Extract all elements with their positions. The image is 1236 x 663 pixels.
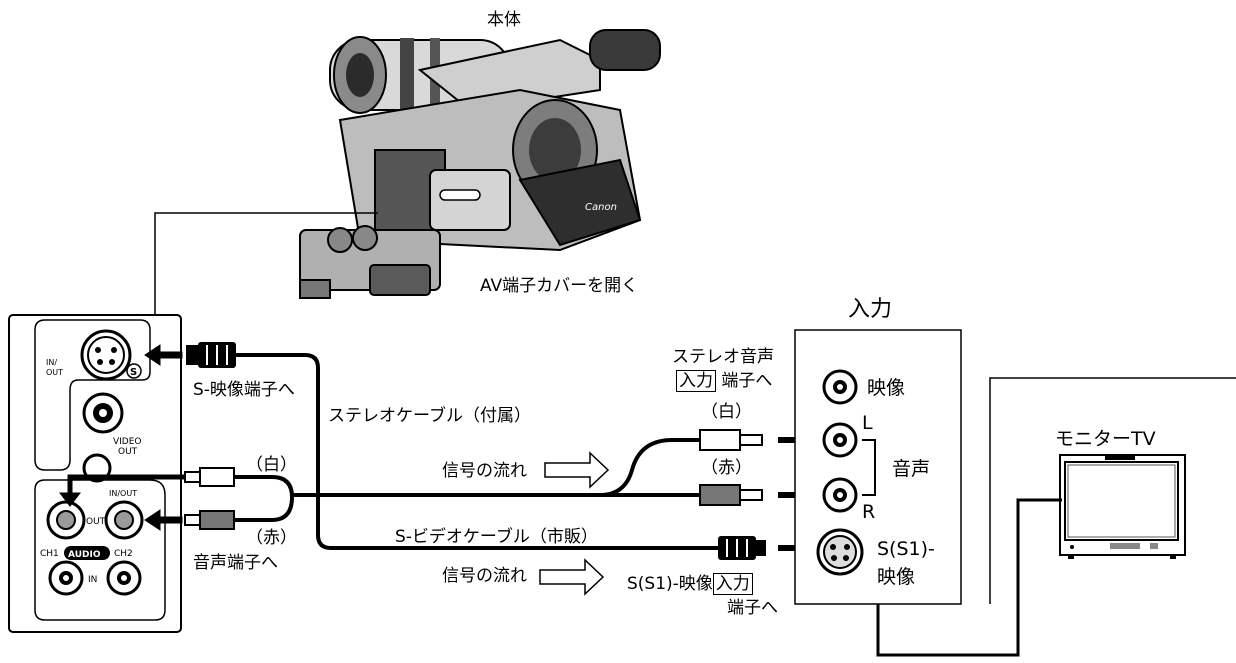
audio-in-out-label: IN/OUT (109, 489, 137, 498)
stereo-input-line1: ステレオ音声 (672, 347, 774, 367)
svg-text:OUT: OUT (46, 368, 63, 377)
red-label-left: （赤） (246, 528, 297, 548)
stereo-cable-label: ステレオケーブル（付属） (328, 406, 531, 426)
ch1-label: CH1 (40, 549, 59, 559)
video-out-label: VIDEO (113, 437, 142, 447)
input-s1-line1: S(S1)- (877, 538, 935, 560)
input-panel-title: 入力 (848, 297, 893, 322)
s-video-terminal-label: S-映像端子へ (193, 380, 295, 400)
out-label: OUT (86, 517, 106, 527)
white-plug-left (184, 467, 235, 487)
ch2-label: CH2 (114, 549, 133, 559)
stereo-input-boxed: 入力 (676, 370, 716, 392)
camcorder-illustration: Canon (299, 29, 661, 299)
arrows-left (58, 344, 185, 531)
audio-badge: AUDIO (68, 550, 101, 560)
camera-title: 本体 (487, 10, 521, 30)
input-right-label: R (862, 501, 876, 523)
input-audio-label: 音声 (892, 458, 931, 480)
s-video-cable-label: S-ビデオケーブル（市販） (395, 527, 598, 547)
input-s1-line2: 映像 (877, 566, 916, 588)
in-out-label-top: IN/ (46, 358, 57, 367)
in-label: IN (88, 575, 97, 585)
signal-flow-arrow-2 (539, 558, 605, 596)
signal-flow-label-2: 信号の流れ (442, 566, 527, 586)
cover-note: AV端子カバーを開く (480, 276, 639, 296)
s-video-plug-right (718, 536, 766, 560)
red-plug-right (699, 484, 763, 506)
s1-input-prefix: S(S1)-映像 (627, 574, 713, 594)
s1-input-line1: S(S1)-映像入力 (627, 573, 753, 595)
camera-av-panel: S IN/ OUT VIDEO OUT OUT IN/OUT CH1 AUDIO… (8, 314, 182, 633)
audio-terminal-label: 音声端子へ (193, 553, 278, 573)
signal-flow-arrow-1 (544, 451, 610, 489)
input-panel (794, 329, 962, 605)
monitor-connection-line (876, 498, 1062, 657)
s-mark: S (130, 367, 137, 378)
monitor-box (989, 377, 1236, 604)
signal-flow-label-1: 信号の流れ (442, 461, 527, 481)
monitor-title: モニターTV (1055, 428, 1156, 450)
panel-callout-line (154, 212, 378, 315)
white-plug-right (699, 429, 763, 451)
white-label-right: （白） (701, 402, 752, 422)
input-left-label: L (862, 412, 873, 434)
red-plug-left (184, 510, 235, 530)
stereo-input-suffix: 端子へ (721, 371, 773, 391)
cables (200, 353, 720, 550)
white-label-left: （白） (246, 455, 297, 475)
camera-brand: Canon (585, 202, 617, 213)
input-video-label: 映像 (867, 377, 906, 399)
s-video-plug-left (186, 342, 236, 368)
red-label-right: （赤） (701, 458, 752, 478)
stereo-input-line2: 入力 端子へ (676, 370, 773, 392)
svg-text:OUT: OUT (118, 447, 138, 457)
s1-input-suffix: 端子へ (727, 598, 778, 618)
s1-input-boxed: 入力 (712, 573, 753, 595)
